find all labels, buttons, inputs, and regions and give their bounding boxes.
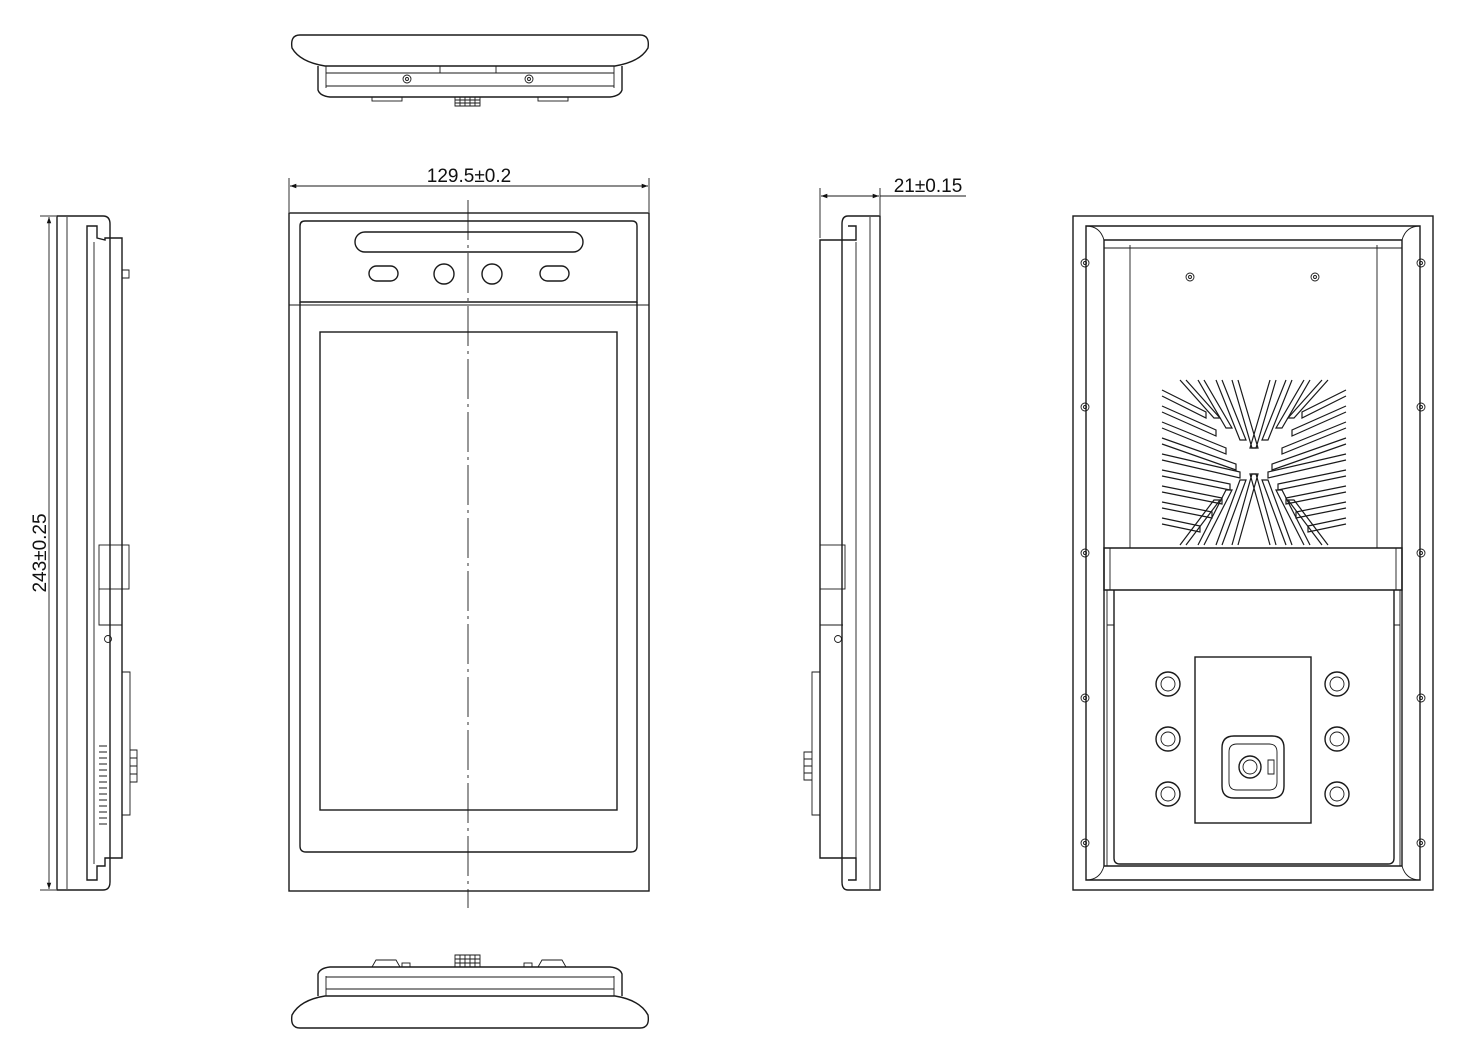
depth-dimension: 21±0.15 [819,176,966,238]
width-dimension: 129.5±0.2 [288,166,650,212]
height-dimension-label: 243±0.25 [30,513,51,592]
front-view [288,200,650,908]
height-dimension: 243±0.25 [30,215,56,891]
heatsink-fins [1161,379,1347,546]
depth-dimension-label: 21±0.15 [894,176,963,197]
rear-view [1072,215,1434,891]
right-side-view [803,215,881,891]
bottom-view [290,954,650,1029]
top-view [290,34,650,107]
width-dimension-label: 129.5±0.2 [427,166,511,187]
left-side-view [56,215,138,891]
